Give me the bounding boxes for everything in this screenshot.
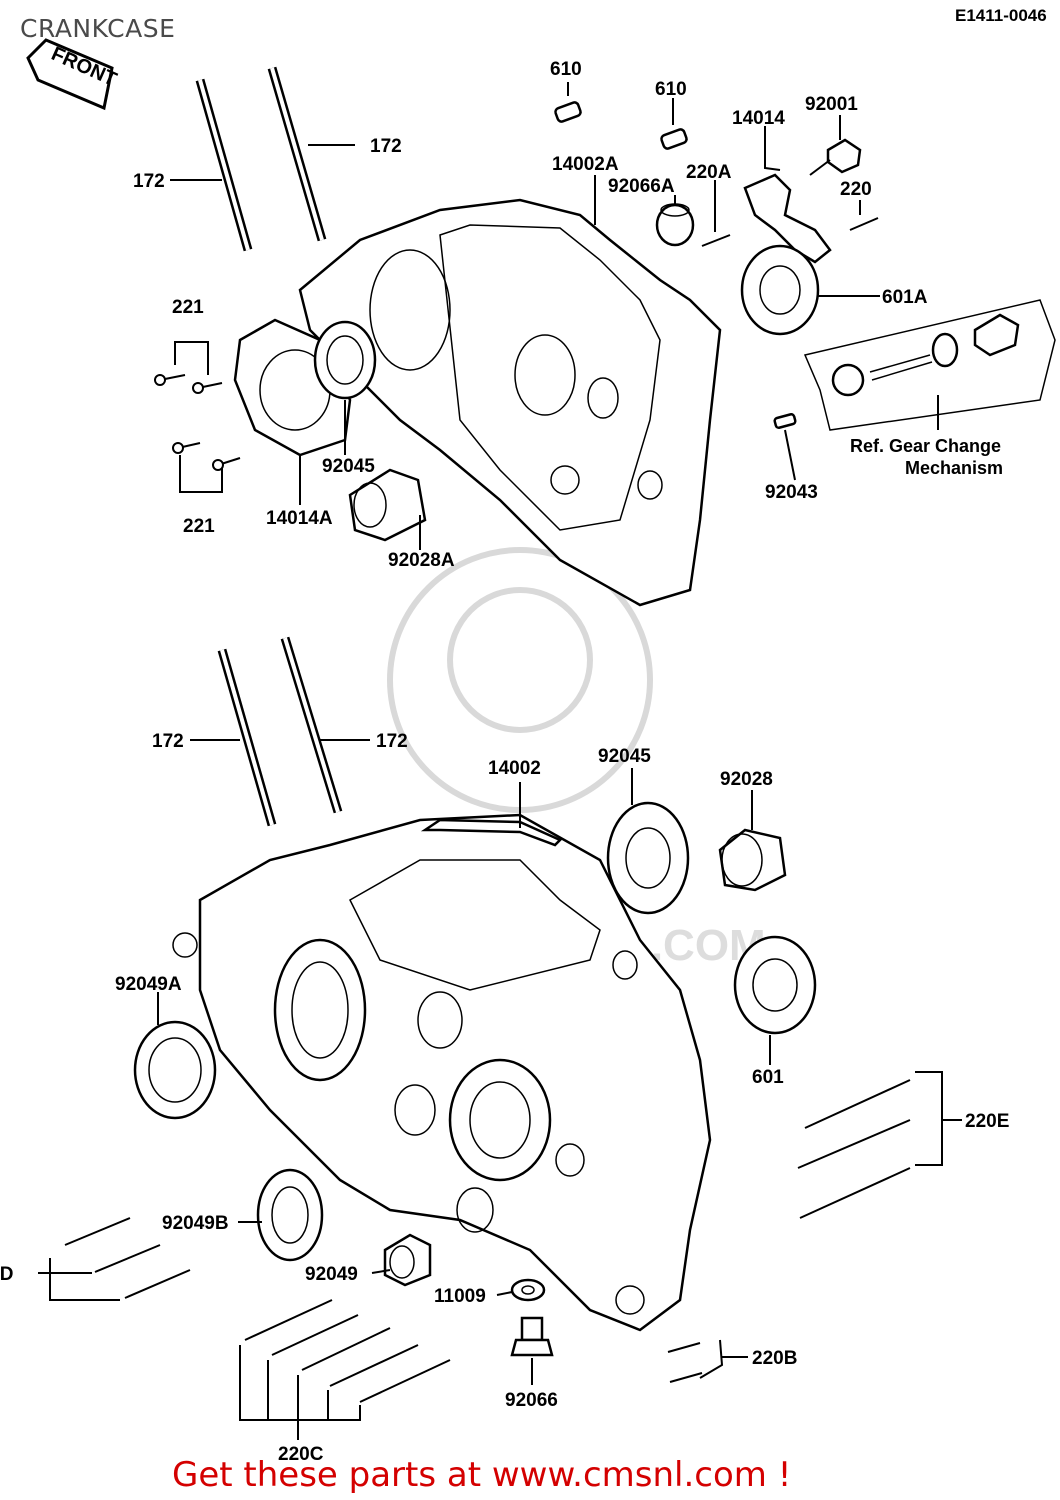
bearing-bore: [448, 1058, 552, 1182]
bolt-icon: [359, 1359, 451, 1403]
part-labels: 172 172 610 610 14002A 92066A 220A 14014…: [0, 59, 1009, 1465]
label-221: 221: [183, 516, 215, 537]
lower-crankcase-assembly: [64, 636, 911, 1403]
label-92028A: 92028A: [388, 550, 455, 571]
label-220D: 220D: [0, 1264, 13, 1285]
label-610: 610: [550, 59, 582, 80]
bolt-icon: [809, 138, 862, 176]
label-14014A: 14014A: [266, 508, 333, 529]
screw-icon: [172, 442, 201, 454]
pin-icon: [773, 413, 797, 429]
bolt-icon: [94, 1244, 161, 1273]
stud-icon: [217, 648, 277, 827]
bolt-icon: [701, 234, 731, 247]
stud-icon: [280, 636, 343, 814]
crankcase-left-half: [298, 198, 722, 607]
label-92066A: 92066A: [608, 176, 675, 197]
label-92066: 92066: [505, 1390, 558, 1411]
label-601A: 601A: [882, 287, 928, 308]
label-92043: 92043: [765, 482, 818, 503]
label-220: 220: [840, 179, 872, 200]
diagram-code: E1411-0046: [955, 6, 1047, 25]
bolt-icon: [301, 1327, 391, 1371]
label-92049B: 92049B: [162, 1213, 229, 1234]
shift-plate: [743, 173, 832, 264]
drain-plug-icon: [510, 1316, 554, 1357]
dowel-pin-icon: [554, 101, 582, 123]
label-172: 172: [376, 731, 408, 752]
label-14002A: 14002A: [552, 154, 619, 175]
label-220A: 220A: [686, 162, 732, 183]
bolt-icon: [124, 1269, 191, 1299]
page-title: CRANKCASE: [20, 14, 176, 43]
bearing-icon: [313, 320, 377, 400]
bearing-icon: [740, 244, 820, 336]
bearing-icon: [733, 935, 817, 1035]
oil-seal-icon: [256, 1168, 324, 1262]
label-610: 610: [655, 79, 687, 100]
bolt-icon: [799, 1167, 911, 1219]
bolt-icon: [804, 1079, 911, 1129]
cap-icon: [655, 203, 695, 247]
label-601: 601: [752, 1067, 784, 1088]
bolt-icon: [669, 1372, 703, 1383]
upper-crankcase-assembly: [154, 66, 1056, 607]
stud-icon: [195, 78, 253, 252]
oil-seal-icon: [133, 1020, 217, 1120]
bolt-icon: [329, 1344, 419, 1387]
label-14002: 14002: [488, 758, 541, 779]
label-92045: 92045: [598, 746, 651, 767]
reference-note-line1: Ref. Gear Change: [850, 436, 1001, 456]
plug-icon: [718, 828, 787, 892]
label-92049A: 92049A: [115, 974, 182, 995]
label-172: 172: [152, 731, 184, 752]
label-172: 172: [370, 136, 402, 157]
screw-icon: [212, 457, 241, 471]
label-14014: 14014: [732, 108, 785, 129]
case-boss: [420, 818, 563, 847]
front-arrow-icon: FRONT: [26, 38, 120, 111]
bolt-icon: [64, 1217, 131, 1246]
label-11009: 11009: [434, 1286, 486, 1307]
reference-note-line2: Mechanism: [905, 458, 1003, 478]
label-92028: 92028: [720, 769, 773, 790]
leader-lines-lower: [38, 739, 962, 1440]
bolt-icon: [797, 1119, 911, 1169]
bolt-icon: [244, 1299, 333, 1341]
washer-icon: [510, 1278, 546, 1302]
gear-change-reference-box: [803, 299, 1056, 431]
label-221: 221: [172, 297, 204, 318]
oil-seal-icon: [383, 1233, 432, 1287]
label-220E: 220E: [965, 1111, 1009, 1132]
plug-icon: [348, 468, 427, 542]
bolt-icon: [667, 1342, 701, 1353]
bolt-icon: [849, 217, 879, 231]
bearing-icon: [606, 801, 690, 915]
label-92049: 92049: [305, 1264, 358, 1285]
screw-icon: [192, 382, 223, 394]
bolt-icon: [271, 1314, 359, 1356]
bearing-bore: [273, 938, 367, 1082]
label-220C: 220C: [278, 1444, 324, 1465]
buy-parts-link[interactable]: Get these parts at www.cmsnl.com !: [172, 1455, 792, 1495]
label-172: 172: [133, 171, 165, 192]
screw-icon: [154, 374, 186, 386]
leader-lines-upper: [170, 82, 939, 550]
label-92001: 92001: [805, 94, 858, 115]
stud-icon: [267, 66, 327, 242]
label-92045: 92045: [322, 456, 375, 477]
label-220B: 220B: [752, 1348, 797, 1369]
dowel-pin-icon: [660, 128, 688, 150]
